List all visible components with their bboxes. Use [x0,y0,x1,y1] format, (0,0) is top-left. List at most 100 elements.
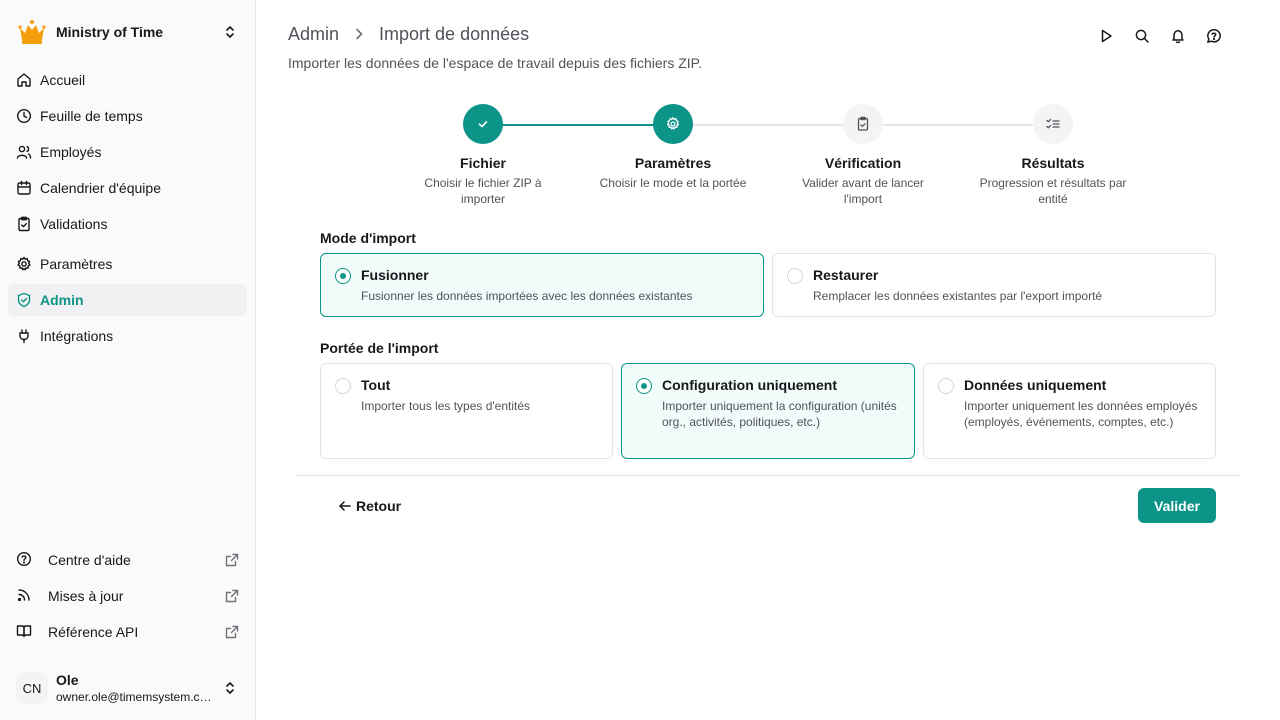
nav-label: Calendrier d'équipe [40,180,161,196]
check-icon [463,104,503,144]
nav-item-parametres[interactable]: Paramètres [8,248,247,280]
step-verification: Vérification Valider avant de lancer l'i… [768,104,958,207]
chevrons-up-down-icon [222,680,238,696]
nav-item-employes[interactable]: Employés [8,136,247,168]
nav-label: Validations [40,216,108,232]
radio-unselected[interactable] [335,378,351,394]
nav-label: Accueil [40,72,86,88]
clipboard-check-icon [16,216,32,232]
workspace-name: Ministry of Time [56,24,164,40]
nav-label: Intégrations [40,328,114,344]
nav-label: Paramètres [40,256,113,272]
step-connector [883,124,1033,126]
play-icon[interactable] [1096,26,1116,46]
bell-icon[interactable] [1168,26,1188,46]
help-chat-icon[interactable] [1204,26,1224,46]
option-title: Données uniquement [964,377,1107,393]
calendar-icon [16,180,32,196]
clock-icon [16,108,32,124]
option-description: Fusionner les données importées avec les… [361,289,693,303]
avatar: CN [16,672,48,704]
footer-link-label: Référence API [48,624,139,640]
nav-label: Admin [40,292,84,308]
breadcrumb-admin[interactable]: Admin [288,23,340,44]
user-menu[interactable]: CN Ole owner.ole@timemsystem.com [16,668,242,708]
nav-item-accueil[interactable]: Accueil [8,64,247,96]
back-button[interactable]: Retour [330,490,409,522]
import-scope-label: Portée de l'import [320,340,439,356]
step-resultats: Résultats Progression et résultats par e… [958,104,1148,207]
footer-link-mises-a-jour[interactable]: Mises à jour [8,580,248,612]
option-title: Configuration uniquement [662,377,837,393]
step-title: Paramètres [634,155,712,171]
scope-option-configuration[interactable]: Configuration uniquement Importer unique… [621,363,915,459]
radio-unselected[interactable] [938,378,954,394]
home-icon [16,72,32,88]
step-title: Résultats [1021,155,1085,171]
nav-item-integrations[interactable]: Intégrations [8,320,247,352]
radio-selected[interactable] [636,378,652,394]
breadcrumb: Admin Import de données [288,24,529,44]
back-button-label: Retour [356,498,402,514]
user-name: Ole [56,672,79,688]
external-link-icon [224,624,240,640]
crown-icon [16,16,48,48]
external-link-icon [224,552,240,568]
option-description: Importer tous les types d'entités [361,399,531,413]
list-checks-icon [1033,104,1073,144]
nav-item-feuille-de-temps[interactable]: Feuille de temps [8,100,247,132]
clipboard-check-icon [843,104,883,144]
book-icon [16,623,32,642]
radio-unselected[interactable] [787,268,803,284]
step-description: Choisir le fichier ZIP à importer [424,176,542,206]
mode-option-fusionner[interactable]: Fusionner Fusionner les données importée… [320,253,764,317]
rss-icon [16,587,32,606]
gear-icon [653,104,693,144]
breadcrumb-current: Import de données [379,23,530,44]
header-actions [1080,26,1224,46]
user-email: owner.ole@timemsystem.com [56,690,214,704]
footer-link-centre-aide[interactable]: Centre d'aide [8,544,248,576]
option-description: Importer uniquement les données employés… [964,399,1198,429]
nav-item-calendrier[interactable]: Calendrier d'équipe [8,172,247,204]
option-title: Tout [361,377,391,393]
chevron-right-icon [351,26,367,42]
option-title: Fusionner [361,267,429,283]
step-description: Progression et résultats par entité [979,176,1127,206]
nav-label: Employés [40,144,102,160]
page-subtitle: Importer les données de l'espace de trav… [288,55,703,71]
help-circle-icon [16,551,32,570]
nav-item-admin[interactable]: Admin [8,284,247,316]
step-description: Valider avant de lancer l'import [802,176,924,206]
mode-option-restaurer[interactable]: Restaurer Remplacer les données existant… [772,253,1216,317]
step-parametres: Paramètres Choisir le mode et la portée [578,104,768,191]
import-stepper: Fichier Choisir le fichier ZIP à importe… [388,104,1148,214]
footer-link-label: Centre d'aide [48,552,131,568]
external-link-icon [224,588,240,604]
import-mode-label: Mode d'import [320,230,416,246]
search-icon[interactable] [1132,26,1152,46]
chevrons-up-down-icon [222,24,238,40]
shield-check-icon [16,292,32,308]
scope-option-tout[interactable]: Tout Importer tous les types d'entités [320,363,613,459]
step-title: Fichier [460,155,506,171]
footer-link-reference-api[interactable]: Référence API [8,616,248,648]
radio-selected[interactable] [335,268,351,284]
option-title: Restaurer [813,267,879,283]
validate-button[interactable]: Valider [1138,488,1216,523]
scope-option-donnees[interactable]: Données uniquement Importer uniquement l… [923,363,1216,459]
footer-link-label: Mises à jour [48,588,124,604]
step-fichier: Fichier Choisir le fichier ZIP à importe… [388,104,578,207]
step-title: Vérification [824,155,902,171]
divider [296,475,1240,476]
option-description: Remplacer les données existantes par l'e… [813,289,1103,303]
gear-icon [16,256,32,272]
workspace-switcher[interactable]: Ministry of Time [16,16,240,48]
arrow-left-icon [338,499,352,513]
step-connector [503,124,653,126]
users-icon [16,144,32,160]
nav-item-validations[interactable]: Validations [8,208,247,240]
step-description: Choisir le mode et la portée [599,176,747,190]
option-description: Importer uniquement la configuration (un… [662,399,897,429]
step-connector [693,124,843,126]
